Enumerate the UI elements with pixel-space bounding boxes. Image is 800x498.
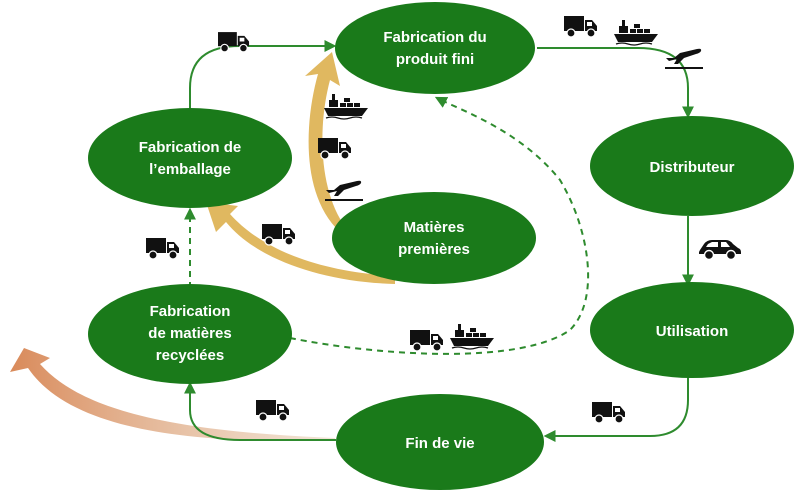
plane-icon <box>665 48 703 69</box>
node-label: produit fini <box>396 51 474 68</box>
arrow-recycled-to-product <box>289 96 590 355</box>
ship-icon <box>450 324 494 350</box>
node-matieres-premieres: Matières premières <box>332 192 536 284</box>
node-label: premières <box>398 241 470 258</box>
truck-icon <box>256 399 290 422</box>
ship-icon <box>614 20 658 46</box>
node-label: de matières <box>148 325 231 342</box>
ship-icon <box>324 94 368 120</box>
node-utilisation: Utilisation <box>590 282 794 378</box>
truck-icon <box>262 223 296 246</box>
node-label: Fabrication <box>150 303 231 320</box>
node-label: Matières <box>404 219 465 236</box>
truck-icon <box>318 137 352 160</box>
node-label: Fin de vie <box>405 435 474 452</box>
node-distributeur: Distributeur <box>590 116 794 216</box>
node-label: Fabrication de <box>139 139 242 156</box>
node-label: l’emballage <box>149 161 231 178</box>
arrow-end-to-recycled <box>184 381 336 441</box>
arrow-use-to-end <box>543 376 689 442</box>
truck-icon <box>146 237 180 260</box>
loss-flow-arrow <box>10 348 335 441</box>
node-label: Fabrication du <box>383 29 486 46</box>
node-label: Utilisation <box>656 323 729 340</box>
node-fabrication-matieres-recyclees: Fabrication de matières recyclées <box>88 284 292 384</box>
node-fin-de-vie: Fin de vie <box>336 394 544 490</box>
truck-icon <box>592 401 626 424</box>
node-fabrication-produit-fini: Fabrication du produit fini <box>335 2 535 94</box>
car-icon <box>698 239 742 260</box>
node-label: recyclées <box>156 347 224 364</box>
truck-icon <box>564 15 598 38</box>
truck-icon <box>218 31 250 53</box>
node-label: Distributeur <box>649 159 734 176</box>
truck-icon <box>410 329 444 352</box>
arrow-packaging-to-product <box>189 40 337 108</box>
arrow-product-to-distributor <box>537 47 694 119</box>
node-fabrication-emballage: Fabrication de l’emballage <box>88 108 292 208</box>
virgin-flow-to-product-arrow <box>305 52 346 232</box>
